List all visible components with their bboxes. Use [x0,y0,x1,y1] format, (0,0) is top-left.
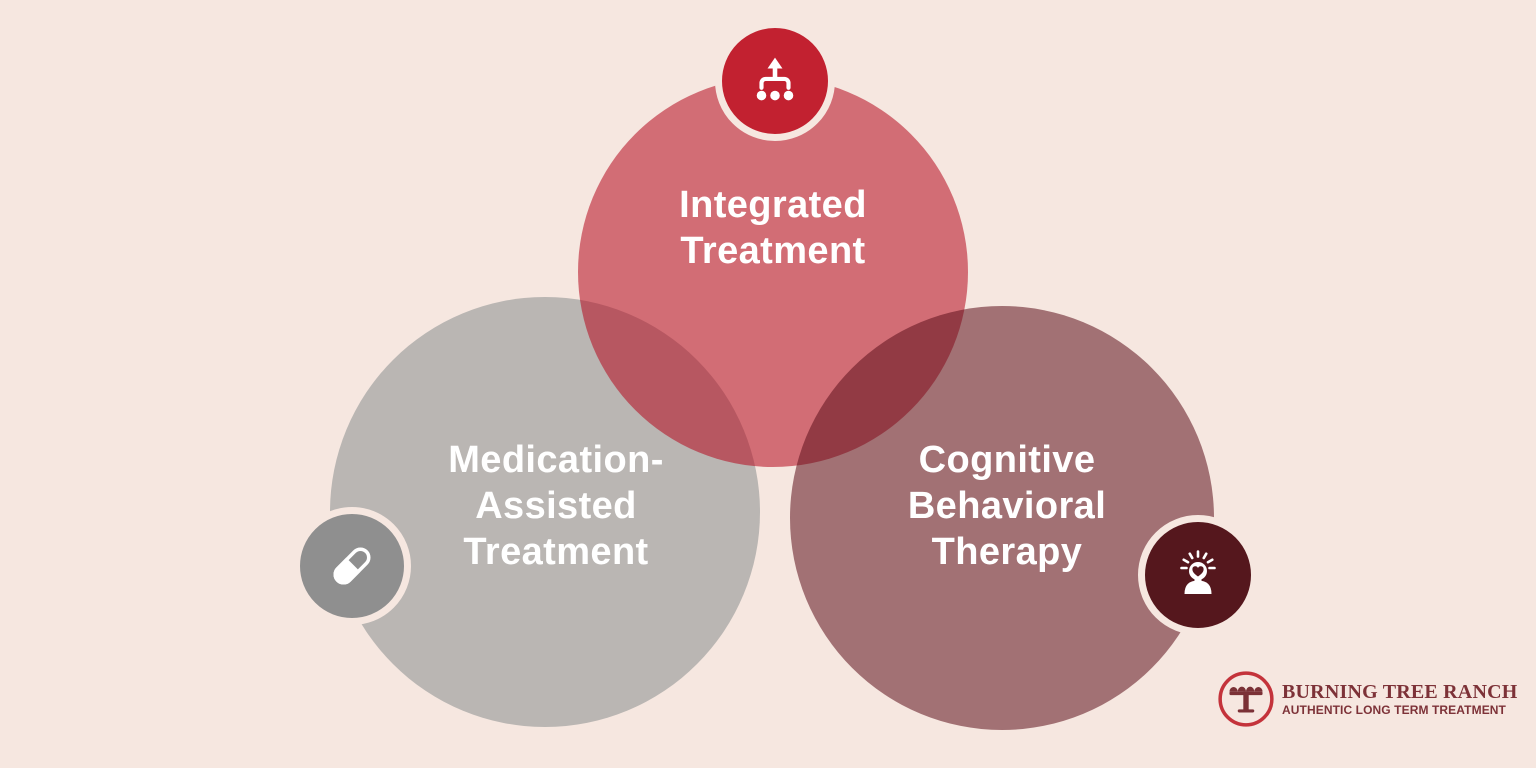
label-line: Integrated [679,184,867,226]
label-medication-assisted-treatment: Medication- Assisted Treatment [356,437,756,575]
burning-tree-logo-icon [1218,671,1274,727]
badge-integrated [715,21,835,141]
label-line: Treatment [463,531,649,573]
label-integrated-treatment: Integrated Treatment [573,182,973,274]
label-line: Assisted [475,485,637,527]
brand-text: BURNING TREE RANCH AUTHENTIC LONG TERM T… [1282,680,1518,717]
badge-medication [293,507,411,625]
venn-circle-cognitive-behavioral [790,306,1214,730]
label-line: Therapy [931,531,1083,573]
sitemap-icon [756,57,794,101]
label-line: Behavioral [907,485,1107,527]
label-line: Treatment [680,230,866,272]
label-cognitive-behavioral-therapy: Cognitive Behavioral Therapy [807,437,1207,575]
badge-cognitive [1138,515,1258,635]
label-line: Medication- [448,439,664,481]
brand-tagline: AUTHENTIC LONG TERM TREATMENT [1282,702,1506,717]
pill-icon [333,547,371,585]
label-line: Cognitive [918,439,1096,481]
person-insight-icon [1180,550,1216,594]
brand-name: BURNING TREE RANCH [1282,680,1518,703]
brand-logo: BURNING TREE RANCH AUTHENTIC LONG TERM T… [1216,669,1518,729]
